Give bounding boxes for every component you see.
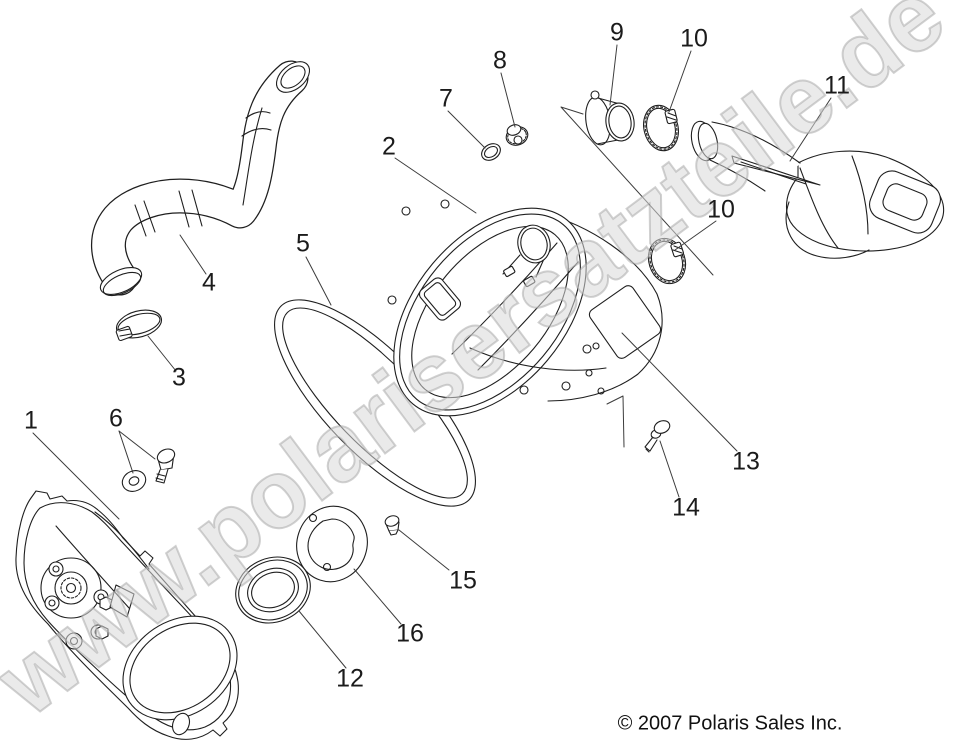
callout-label-10: 10 xyxy=(680,24,708,53)
rim-lugs xyxy=(387,199,605,395)
bolt xyxy=(155,448,176,484)
callout-label-6: 6 xyxy=(109,404,123,433)
outlet-duct-hose xyxy=(90,60,311,297)
hose-clamp-10-upper xyxy=(643,104,679,152)
callout-label-2: 2 xyxy=(382,132,396,161)
callout-label-8: 8 xyxy=(493,46,507,75)
outer-clutch-cover xyxy=(15,490,239,740)
intake-boot xyxy=(585,90,635,146)
callout-label-12: 12 xyxy=(336,664,364,693)
copyright-line: © 2007 Polaris Sales Inc. xyxy=(617,712,843,735)
callout-label-14: 14 xyxy=(672,493,700,522)
callout-label-10: 10 xyxy=(707,195,735,224)
callout-label-7: 7 xyxy=(439,84,453,113)
washer xyxy=(121,470,147,492)
callout-label-13: 13 xyxy=(732,447,760,476)
callout-label-1: 1 xyxy=(24,406,38,435)
callout-label-3: 3 xyxy=(172,363,186,392)
push-rivet xyxy=(644,420,671,453)
callout-label-5: 5 xyxy=(296,229,310,258)
intake-duct xyxy=(690,120,945,259)
o-ring xyxy=(481,143,501,161)
seal-ring xyxy=(235,556,311,624)
callout-label-9: 9 xyxy=(610,18,624,47)
shield-plate xyxy=(296,505,368,583)
leader-lines xyxy=(32,44,832,669)
screw-15 xyxy=(384,515,400,536)
callout-label-16: 16 xyxy=(396,619,424,648)
callout-label-11: 11 xyxy=(824,71,850,100)
plug xyxy=(505,124,529,146)
callout-label-4: 4 xyxy=(202,268,216,297)
duct-port xyxy=(517,224,551,264)
callout-label-15: 15 xyxy=(449,566,477,595)
hose-clamp-3 xyxy=(115,309,163,342)
inner-clutch-cover xyxy=(387,199,663,417)
